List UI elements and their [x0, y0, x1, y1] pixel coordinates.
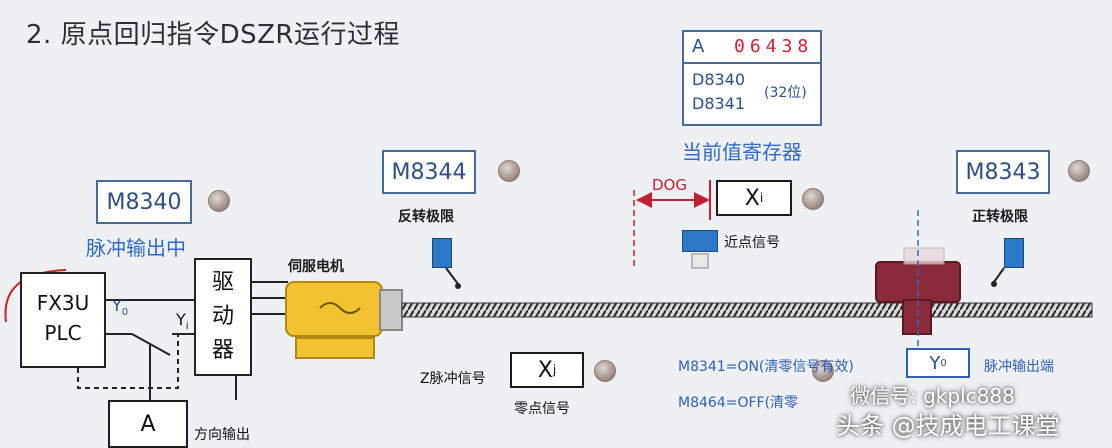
- current-value-register: A 06438 D8340 D8341 (32位): [682, 30, 822, 126]
- dog-label: DOG: [652, 176, 687, 194]
- driver-char-1: 驱: [211, 270, 234, 295]
- m8340-box: M8340: [96, 180, 192, 224]
- m8344-box: M8344: [382, 150, 476, 194]
- m8343-box: M8343: [956, 150, 1050, 194]
- zero-point-x-label: X: [537, 357, 553, 383]
- plc-box: FX3U PLC: [20, 272, 106, 368]
- near-point-caption: 近点信号: [724, 235, 780, 251]
- register-d8340: D8340: [692, 70, 746, 89]
- driver-box: 驱 动 器: [194, 258, 252, 376]
- direction-caption: 方向输出: [194, 427, 250, 443]
- indicator-lamp: [802, 188, 824, 210]
- reverse-limit-sensor: [432, 238, 452, 268]
- red-mark: [4, 269, 67, 323]
- servo-motor: [285, 281, 403, 359]
- driver-char-2: 动: [211, 304, 234, 329]
- y0-output-label: Y: [929, 352, 941, 374]
- indicator-lamp: [208, 190, 230, 212]
- m8340-caption: 脉冲输出中: [86, 236, 186, 260]
- direction-box: A: [108, 400, 188, 448]
- z-pulse-caption: Z脉冲信号: [420, 371, 486, 387]
- indicator-lamp: [1068, 160, 1090, 182]
- watermark-toutiao: 头条 @技成电工课堂: [836, 412, 1060, 440]
- near-point-x-label: X: [744, 185, 760, 211]
- indicator-lamp: [498, 160, 520, 182]
- lead-screw: [401, 302, 1093, 318]
- servo-caption: 伺服电机: [288, 259, 344, 275]
- register-d8341: D8341: [692, 94, 746, 113]
- plc-y0-sub: 0: [121, 307, 129, 319]
- plc-line2: PLC: [44, 321, 82, 345]
- zero-point-x-sub: j: [552, 363, 557, 377]
- plc-y0: Y0: [112, 296, 128, 318]
- m8344-caption: 反转极限: [398, 209, 454, 225]
- plc-yi-sub: i: [185, 321, 189, 333]
- indicator-lamp: [594, 360, 616, 382]
- near-point-x-sub: i: [759, 191, 764, 205]
- watermark-wechat: 微信号: gkplc888: [850, 384, 1015, 408]
- register-caption: 当前值寄存器: [682, 140, 802, 164]
- y0-output-caption: 脉冲输出端: [984, 359, 1054, 375]
- m8343-caption: 正转极限: [972, 209, 1028, 225]
- m8464-status: M8464=OFF(清零: [678, 395, 799, 411]
- plc-y0-label: Y: [112, 296, 122, 315]
- m8341-status: M8341=ON(清零信号有效): [678, 359, 854, 375]
- y0-output-sub: 0: [940, 357, 947, 369]
- driver-char-3: 器: [211, 338, 234, 363]
- plc-line1: FX3U: [36, 291, 90, 315]
- plc-yi-label: Y: [176, 310, 186, 329]
- register-value: 06438: [734, 36, 814, 57]
- register-label: A: [692, 36, 705, 57]
- near-point-sensor: [682, 230, 718, 252]
- zero-point-caption: 零点信号: [514, 401, 570, 417]
- indicator-lamp: [812, 360, 834, 382]
- page-title: 2. 原点回归指令DSZR运行过程: [26, 20, 400, 50]
- plc-yi: Yi: [176, 310, 189, 332]
- forward-limit-sensor: [1004, 238, 1024, 268]
- register-bits: (32位): [764, 85, 807, 101]
- carriage: [875, 210, 961, 350]
